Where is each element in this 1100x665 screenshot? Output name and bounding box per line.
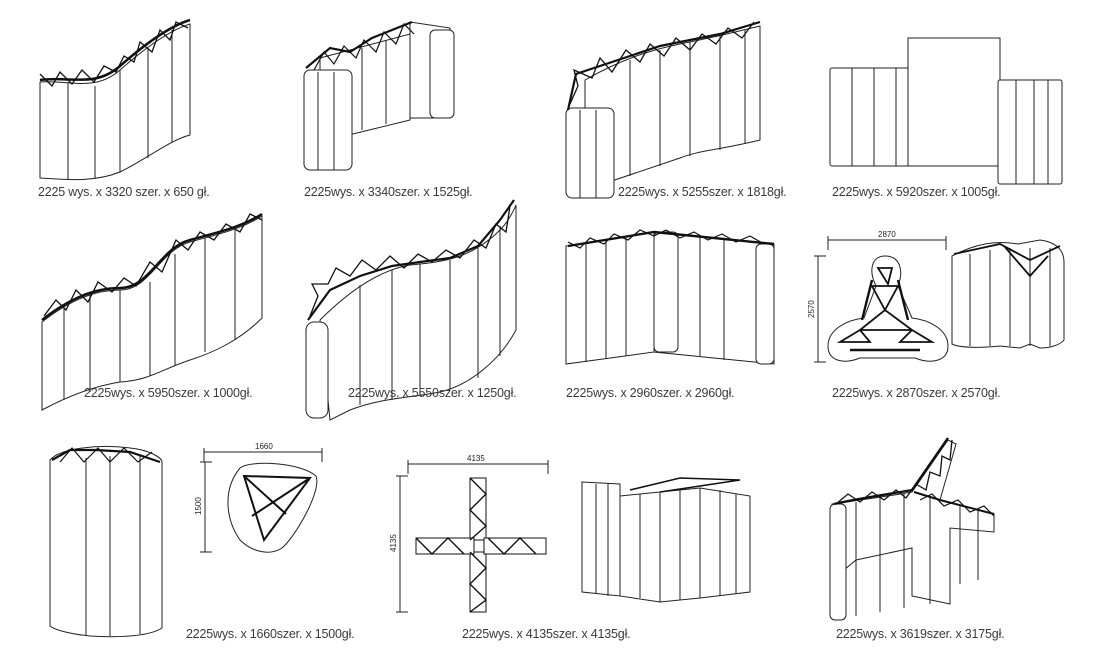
dim-tri-width: 2870 [878, 230, 896, 239]
dim-cross-height: 4135 [389, 534, 398, 552]
caption-stand-7: 2225wys. x 2960szer. x 2960gł. [566, 386, 735, 400]
stand-9-column [49, 446, 323, 638]
stand-6-s-wave [305, 199, 517, 421]
dim-small-height: 1500 [194, 497, 203, 515]
stand-4-stepped [829, 37, 1063, 185]
stand-5-long-wave [41, 212, 263, 411]
stand-8-triangle [814, 236, 1065, 363]
stand-11-y-shape [829, 437, 995, 621]
dim-tri-height: 2570 [807, 300, 816, 318]
caption-stand-4: 2225wys. x 5920szer. x 1005gł. [832, 185, 1001, 199]
caption-stand-8: 2225wys. x 2870szer. x 2570gł. [832, 386, 1001, 400]
stand-10-cross [396, 460, 751, 613]
stand-7-l-shape [565, 229, 775, 365]
caption-stand-11: 2225wys. x 3619szer. x 3175gł. [836, 627, 1005, 641]
caption-stand-10: 2225wys. x 4135szer. x 4135gł. [462, 627, 631, 641]
stand-1-wave [39, 18, 191, 181]
caption-stand-3: 2225wys. x 5255szer. x 1818gł. [618, 185, 787, 199]
caption-stand-2: 2225wys. x 3340szer. x 1525gł. [304, 185, 473, 199]
caption-stand-6: 2225wys. x 5550szer. x 1250gł. [348, 386, 517, 400]
stand-2-u-shape [303, 20, 455, 171]
dim-small-width: 1660 [255, 442, 273, 451]
caption-stand-9: 2225wys. x 1660szer. x 1500gł. [186, 627, 355, 641]
dim-cross-width: 4135 [467, 454, 485, 463]
stand-3-curved [565, 20, 761, 199]
caption-stand-1: 2225 wys. x 3320 szer. x 650 gł. [38, 185, 210, 199]
caption-stand-5: 2225wys. x 5950szer. x 1000gł. [84, 386, 253, 400]
